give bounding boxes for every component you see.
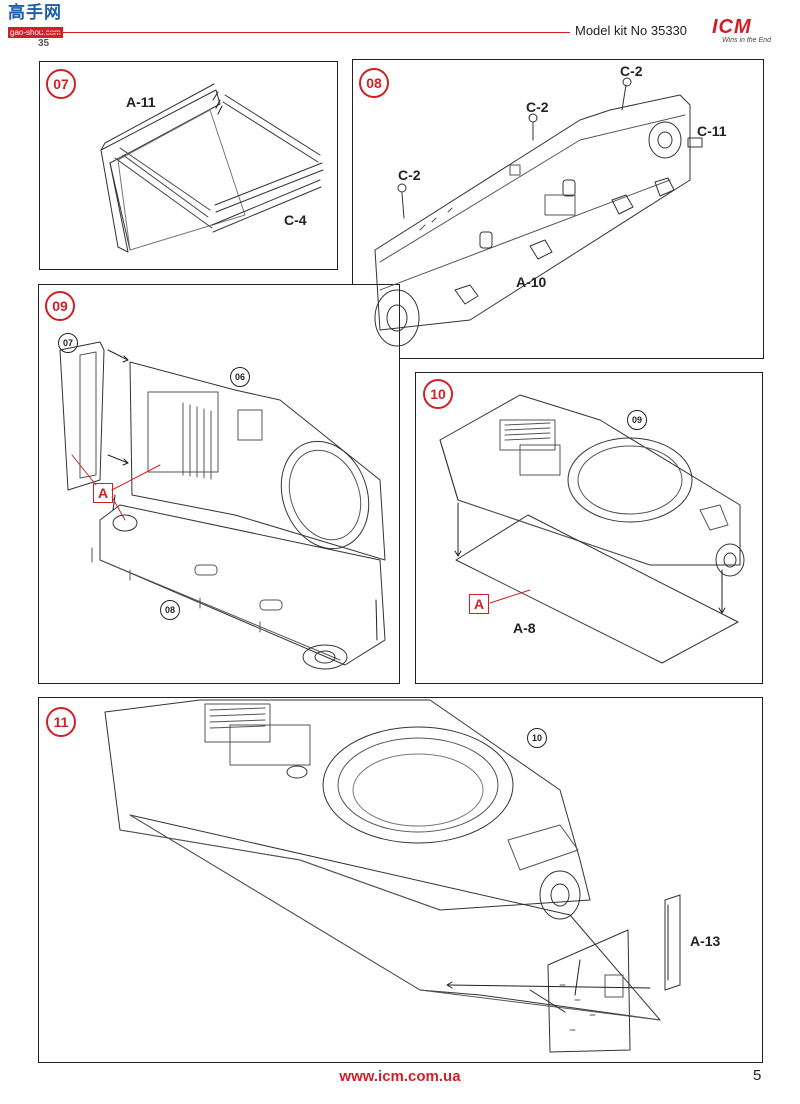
marker-a-step-09: A <box>93 483 113 503</box>
part-label-c2-left: C-2 <box>398 167 421 183</box>
header-rule <box>40 32 570 33</box>
step-10-panel <box>415 372 763 684</box>
part-label-c11: C-11 <box>697 123 727 139</box>
page-number: 5 <box>753 1067 762 1084</box>
step-08-drawing <box>375 78 702 346</box>
part-label-c4: C-4 <box>284 212 307 228</box>
step-10-drawing <box>440 395 744 663</box>
step-number-10: 10 <box>423 379 453 409</box>
footer-url[interactable]: www.icm.com.ua <box>339 1068 461 1085</box>
site-logo: 高手网 gao-shou.com <box>8 4 72 38</box>
step-08-panel <box>352 59 764 359</box>
brand-logo: ICM Wins in the End <box>712 16 792 56</box>
step-number-09: 09 <box>45 291 75 321</box>
brand-tagline: Wins in the End <box>722 37 771 44</box>
step-09-drawing <box>60 342 385 669</box>
step-07-panel <box>39 61 338 270</box>
step-07-drawing <box>101 84 323 252</box>
header-page-number-overlap: 35 <box>38 38 50 49</box>
site-logo-text: 高手网 <box>8 3 62 22</box>
part-label-a13: A-13 <box>690 933 721 949</box>
ref-step-09: 09 <box>627 410 647 430</box>
ref-step-06: 06 <box>230 367 250 387</box>
ref-step-10: 10 <box>527 728 547 748</box>
step-number-07: 07 <box>46 69 76 99</box>
model-kit-label: Model kit No 35330 <box>575 23 688 38</box>
part-label-c2-top: C-2 <box>620 63 643 79</box>
marker-a-step-10: A <box>469 594 489 614</box>
step-11-drawing <box>105 700 680 1052</box>
site-logo-subtext: gao-shou.com <box>8 27 63 38</box>
part-label-a8: A-8 <box>513 620 536 636</box>
part-label-a11: A-11 <box>126 94 156 110</box>
brand-name: ICM <box>712 16 752 38</box>
step-number-08: 08 <box>359 68 389 98</box>
ref-step-08: 08 <box>160 600 180 620</box>
step-11-panel <box>38 697 763 1063</box>
part-label-c2-middle: C-2 <box>526 99 549 115</box>
step-number-11: 11 <box>46 707 76 737</box>
ref-step-07: 07 <box>58 333 78 353</box>
